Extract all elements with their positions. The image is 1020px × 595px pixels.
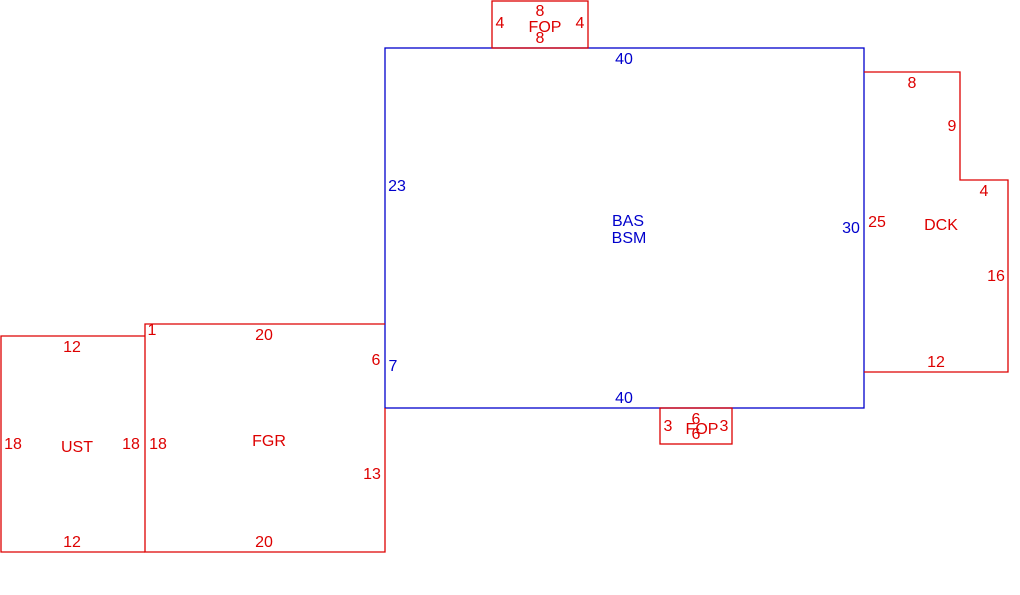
dim-fgr-corner: 1 <box>148 322 157 339</box>
dim-dck-left: 25 <box>868 214 886 231</box>
dim-dck-top: 8 <box>908 75 917 92</box>
dim-ust-top: 12 <box>63 339 81 356</box>
area-label-fop-bottom: FOP <box>686 421 719 438</box>
dim-fgr-right-upper: 6 <box>372 352 381 369</box>
dim-main-left-upper: 23 <box>388 178 406 195</box>
dim-dck-bottom: 12 <box>927 354 945 371</box>
dim-fop-bottom-right: 3 <box>720 418 729 435</box>
main-building-outline <box>384 47 865 409</box>
dim-dck-step: 4 <box>980 183 989 200</box>
dim-dck-right-upper: 9 <box>948 118 957 135</box>
dim-main-left-lower: 7 <box>389 358 398 375</box>
dim-fop-top-bottom: 8 <box>536 30 545 47</box>
area-label-fop-top: FOP <box>529 19 562 36</box>
dim-main-right: 30 <box>842 220 860 237</box>
area-label-dck: DCK <box>924 217 958 234</box>
dim-fgr-bottom: 20 <box>255 534 273 551</box>
area-label-ust: UST <box>61 439 93 456</box>
dim-fgr-top: 20 <box>255 327 273 344</box>
dim-fgr-right-lower: 13 <box>363 466 381 483</box>
dim-main-top: 40 <box>615 51 633 68</box>
dim-fop-top-top: 8 <box>536 3 545 20</box>
area-label-bsm: BSM <box>612 230 647 247</box>
area-label-bas: BAS <box>612 213 644 230</box>
dim-main-bottom: 40 <box>615 390 633 407</box>
dim-fop-bottom-left: 3 <box>664 418 673 435</box>
dim-fop-bottom-bottom: 6 <box>692 426 701 443</box>
dim-fop-top-left: 4 <box>496 15 505 32</box>
dim-ust-bottom: 12 <box>63 534 81 551</box>
area-label-fgr: FGR <box>252 433 286 450</box>
dim-fgr-left: 18 <box>149 436 167 453</box>
ust-outline <box>0 335 145 553</box>
dim-dck-right-lower: 16 <box>987 268 1005 285</box>
dim-ust-left: 18 <box>4 436 22 453</box>
fop-top-outline <box>491 0 589 49</box>
dim-fop-bottom-top: 6 <box>692 411 701 428</box>
fop-bottom-outline <box>659 407 733 445</box>
dim-ust-right: 18 <box>122 436 140 453</box>
deck-outline <box>864 71 1009 373</box>
dim-fop-top-right: 4 <box>576 15 585 32</box>
